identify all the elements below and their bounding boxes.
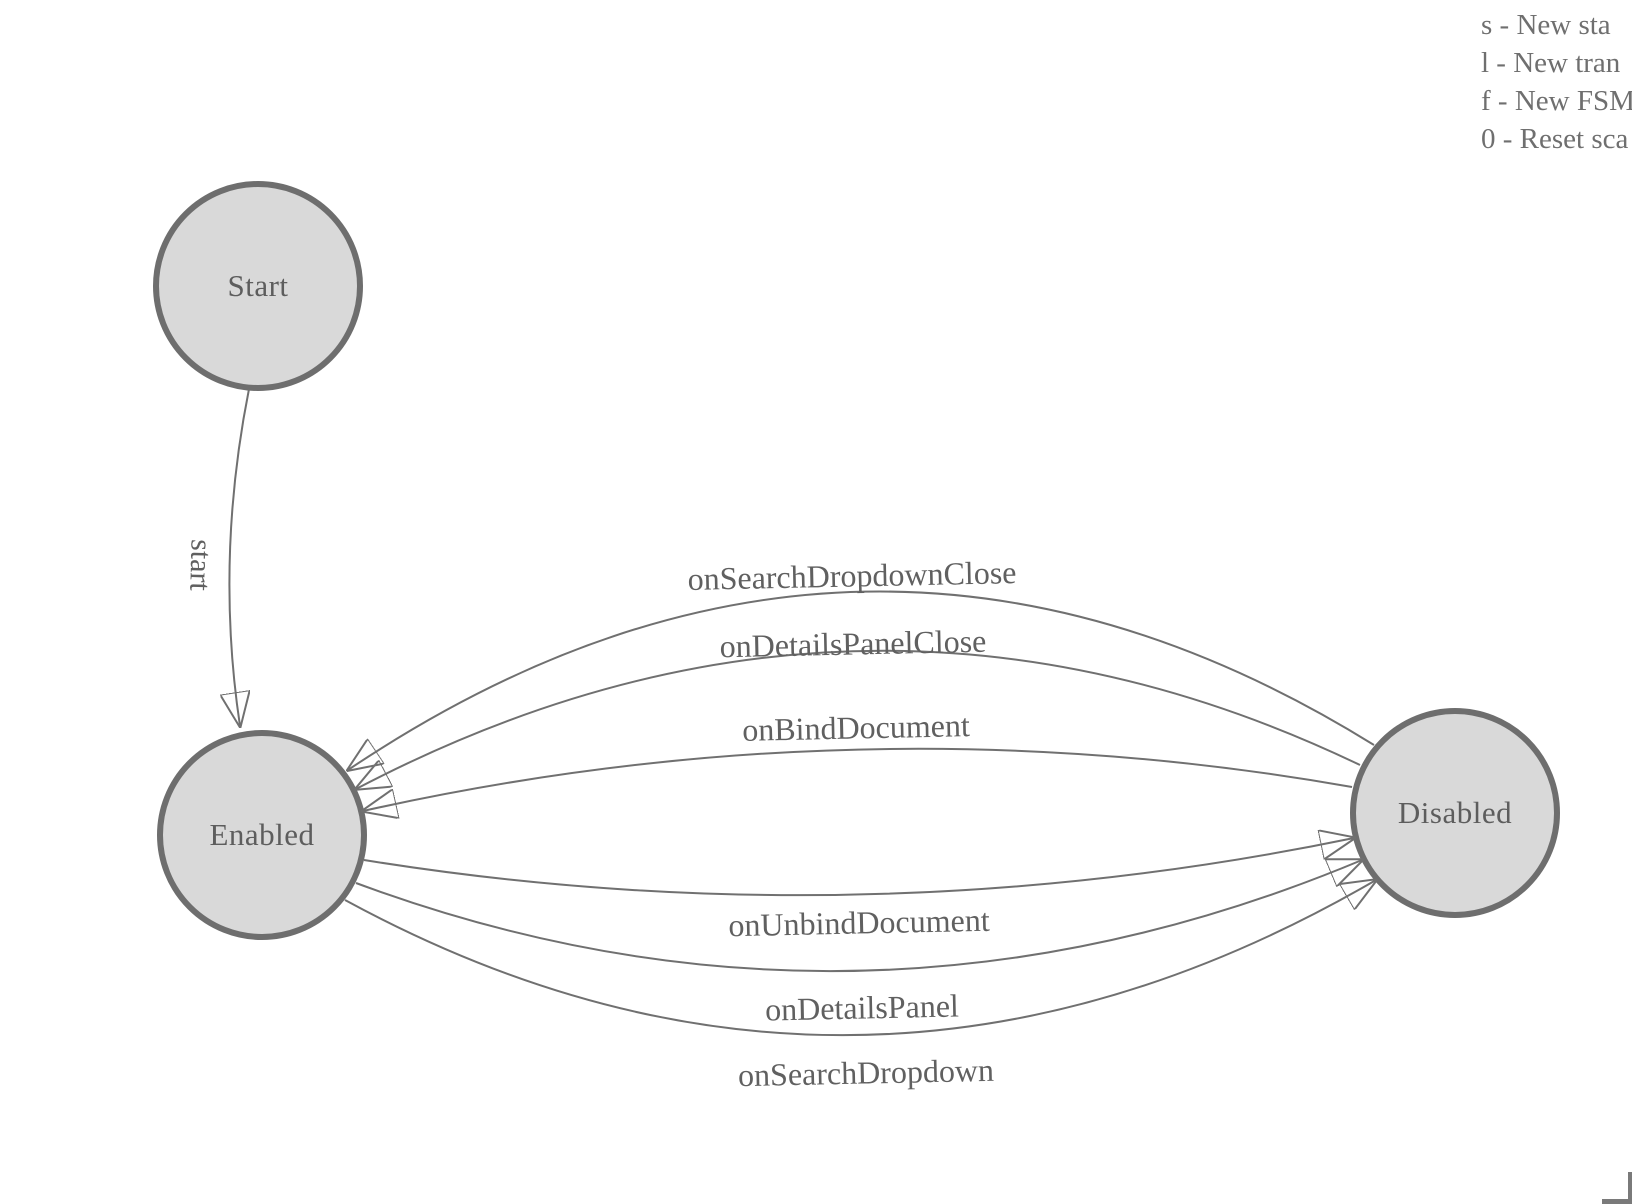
edge-label-bind-document: onBindDocument: [741, 707, 971, 748]
shortcut-legend: s - New sta l - New tran f - New FSM 0 -…: [1481, 6, 1632, 158]
state-label-start: Start: [227, 268, 289, 303]
state-label-enabled: Enabled: [209, 817, 315, 852]
edge-label-unbind-document: onUnbindDocument: [727, 901, 990, 944]
edge-bind-document[interactable]: [363, 747, 1353, 811]
legend-line-new-state: s - New sta: [1481, 9, 1611, 41]
state-node-start[interactable]: Start: [153, 181, 363, 391]
state-node-disabled[interactable]: Disabled: [1350, 708, 1560, 918]
edge-details-panel[interactable]: [355, 860, 1362, 973]
edge-unbind-document[interactable]: [363, 838, 1354, 897]
panel-corner-horizontal: [1602, 1199, 1632, 1204]
edge-search-dropdown[interactable]: [344, 880, 1376, 1037]
edge-start-to-enabled[interactable]: [229, 388, 249, 726]
edge-label-details-panel-close: onDetailsPanelClose: [719, 622, 987, 665]
edge-search-dropdown-close[interactable]: [348, 590, 1375, 770]
panel-corner-vertical: [1628, 1172, 1632, 1204]
state-node-enabled[interactable]: Enabled: [157, 730, 367, 940]
edge-label-details-panel: onDetailsPanel: [764, 987, 960, 1028]
edge-label-search-dropdown: onSearchDropdown: [737, 1051, 995, 1094]
edge-details-panel-close[interactable]: [356, 649, 1361, 789]
legend-line-reset: 0 - Reset sca: [1481, 123, 1629, 155]
legend-line-new-fsm: f - New FSM: [1481, 85, 1632, 117]
legend-line-new-transition: l - New tran: [1481, 47, 1621, 79]
edge-label-start: start: [183, 538, 218, 592]
state-label-disabled: Disabled: [1397, 795, 1513, 830]
edge-label-search-dropdown-close: onSearchDropdownClose: [687, 554, 1017, 597]
